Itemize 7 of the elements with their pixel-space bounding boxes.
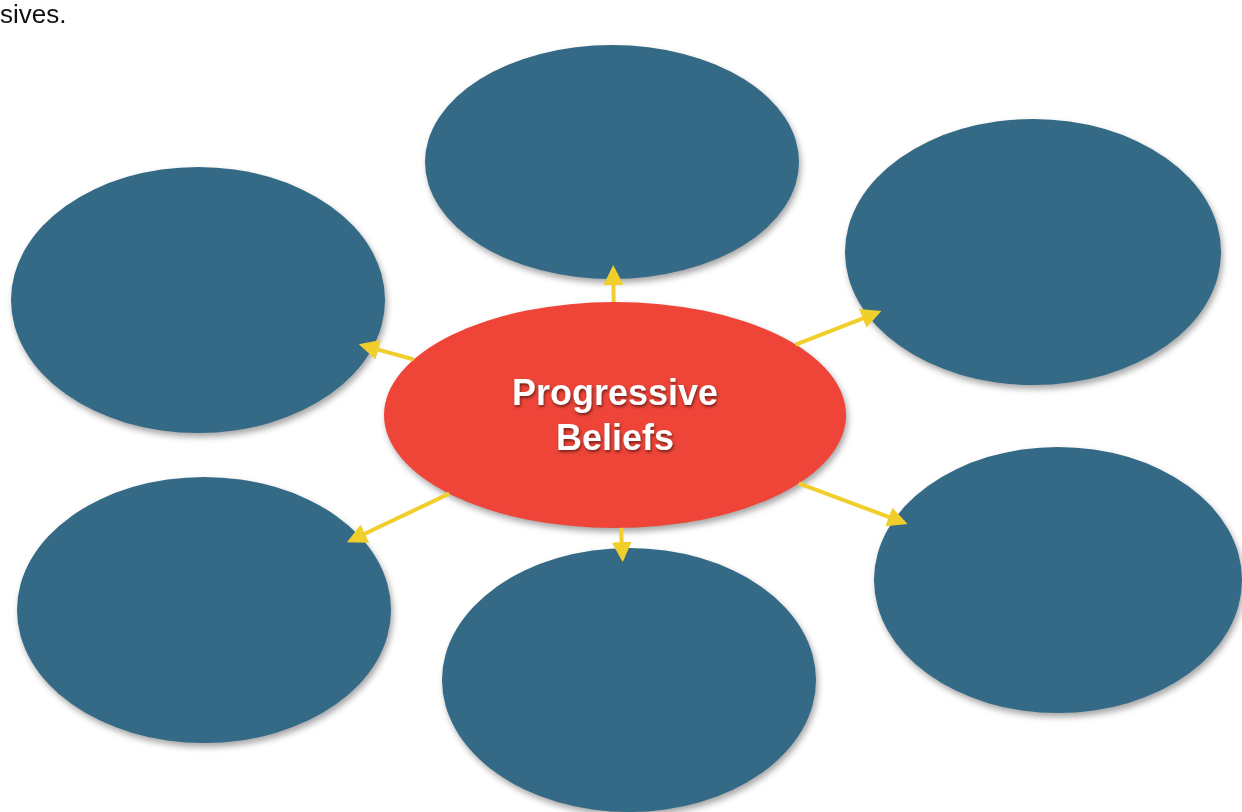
- arrow: [611, 527, 632, 563]
- node-label: Progressive Beliefs: [510, 371, 720, 460]
- arrow: [603, 265, 624, 303]
- arrow: [794, 309, 882, 347]
- note-text: sives.: [0, 0, 67, 28]
- arrow: [798, 481, 908, 527]
- arrow: [358, 340, 415, 362]
